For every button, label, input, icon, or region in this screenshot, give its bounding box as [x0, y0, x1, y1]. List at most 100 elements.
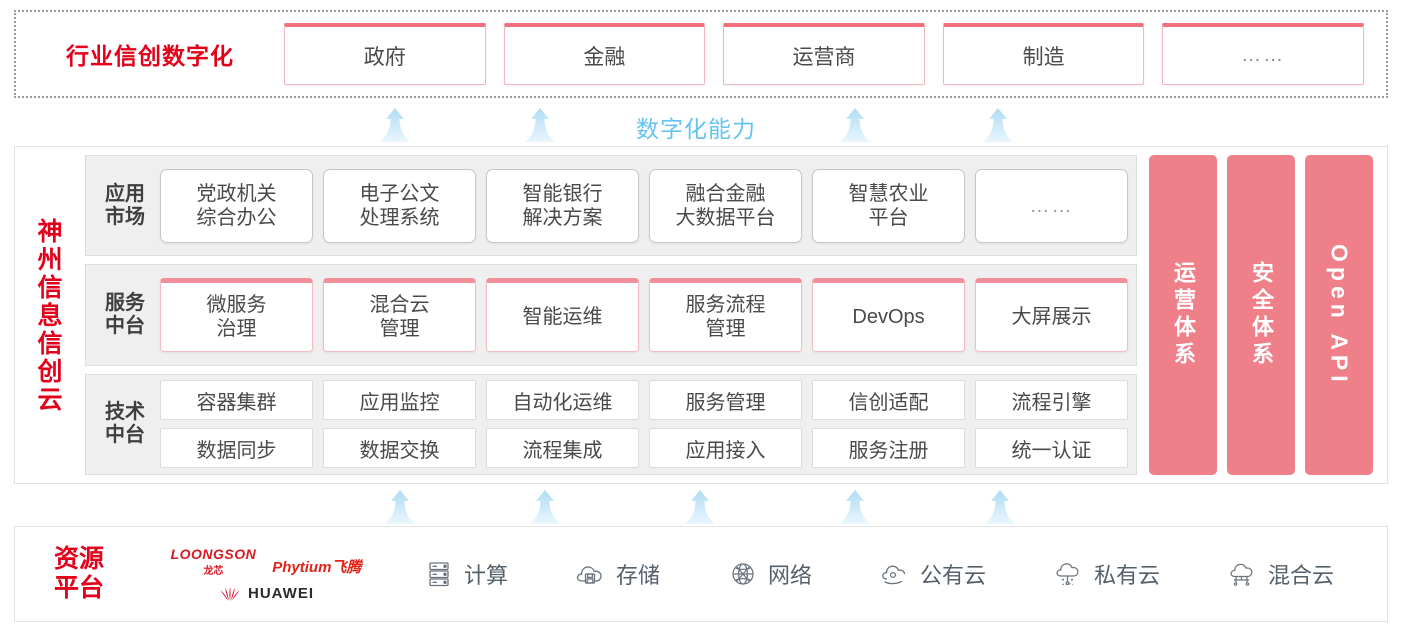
resource-item-label: 私有云 [1093, 563, 1160, 588]
resource-platform-title: 资源 平台 [15, 545, 143, 603]
server-icon [422, 557, 456, 591]
vendor-logo-group: LOONGSON 龙芯 Phytium飞腾 [143, 546, 389, 602]
arrow-row-bottom [0, 488, 1402, 524]
industry-box-manufacturing[interactable]: 制造 [942, 23, 1145, 85]
tech-cell-unified-auth[interactable]: 统一认证 [975, 428, 1128, 469]
resource-item-public-cloud[interactable]: 公有云 [878, 557, 986, 591]
resource-item-network[interactable]: 网络 [726, 557, 812, 591]
side-bar-operations-system[interactable]: 运营体系 [1149, 155, 1217, 475]
storage-cloud-icon [574, 557, 608, 591]
resource-item-label: 混合云 [1267, 563, 1334, 588]
layer-tech-platform: 技术 中台 容器集群 应用监控 自动化运维 服务管理 信创适配 流程引擎 [85, 373, 1137, 475]
private-cloud-icon [1052, 557, 1086, 591]
resource-item-private-cloud[interactable]: 私有云 [1052, 557, 1160, 591]
side-bar-security-system[interactable]: 安全体系 [1227, 155, 1295, 475]
layer-label-service-platform: 服务 中台 [94, 292, 156, 338]
loongson-logo: LOONGSON 龙芯 [171, 546, 257, 577]
platform-title-char: 信 [37, 274, 63, 302]
svc-cell-devops[interactable]: DevOps [812, 277, 965, 352]
tech-cell-container-cluster[interactable]: 容器集群 [160, 380, 313, 421]
flow-arrow-icon [382, 490, 418, 524]
layer-label-line-2: 市场 [105, 205, 145, 228]
industry-box-finance[interactable]: 金融 [503, 23, 706, 85]
side-bar-label: Open API [1326, 243, 1353, 387]
platform-title-char: 神 [37, 218, 63, 246]
platform-title-char: 息 [37, 302, 63, 330]
platform-title-char: 信 [37, 330, 63, 358]
svc-cell-hybrid-cloud-mgmt[interactable]: 混合云管理 [323, 277, 476, 352]
huawei-logo: HUAWEI [218, 585, 314, 602]
loongson-logo-cn: 龙芯 [203, 566, 224, 577]
platform-layer-stack: 应用 市场 党政机关综合办公 电子公文处理系统 智能银行解决方案 融合金融大数据… [85, 155, 1137, 475]
tech-cell-service-registry[interactable]: 服务注册 [812, 428, 965, 469]
industry-box-telecom[interactable]: 运营商 [723, 23, 925, 85]
svc-cell-service-process-mgmt[interactable]: 服务流程管理 [649, 277, 802, 352]
tech-cell-service-mgmt[interactable]: 服务管理 [649, 380, 802, 421]
app-cell-party-gov-office[interactable]: 党政机关综合办公 [160, 168, 313, 243]
tech-row-2: 数据同步 数据交换 流程集成 应用接入 服务注册 统一认证 [160, 428, 1128, 469]
tech-cell-app-monitoring[interactable]: 应用监控 [323, 380, 476, 421]
layer-label-line-2: 中台 [105, 314, 145, 337]
layer-label-app-market: 应用 市场 [94, 183, 156, 229]
app-cell-smart-bank-solution[interactable]: 智能银行解决方案 [486, 168, 639, 243]
flow-arrow-icon [682, 490, 718, 524]
svc-cell-microservice-governance[interactable]: 微服务治理 [160, 277, 313, 352]
resource-platform: 资源 平台 LOONGSON 龙芯 Phytium飞腾 [14, 526, 1388, 622]
tech-platform-grid: 容器集群 应用监控 自动化运维 服务管理 信创适配 流程引擎 数据同步 数据交换… [156, 380, 1128, 469]
industry-box-more[interactable]: …… [1162, 23, 1364, 85]
tech-cell-process-integration[interactable]: 流程集成 [486, 428, 639, 469]
resource-item-label: 公有云 [919, 563, 986, 588]
flow-arrow-icon [837, 490, 873, 524]
resource-item-list: 计算 存储 [389, 557, 1387, 591]
tech-cell-data-exchange[interactable]: 数据交换 [323, 428, 476, 469]
app-cell-more[interactable]: …… [975, 168, 1128, 243]
side-bar-label: 运营体系 [1171, 261, 1196, 369]
resource-item-compute[interactable]: 计算 [422, 557, 508, 591]
huawei-logo-text: HUAWEI [248, 585, 314, 602]
side-bar-group: 运营体系 安全体系 Open API [1137, 155, 1377, 475]
network-globe-icon [726, 557, 760, 591]
tech-row-1: 容器集群 应用监控 自动化运维 服务管理 信创适配 流程引擎 [160, 380, 1128, 421]
layer-service-platform: 服务 中台 微服务治理 混合云管理 智能运维 服务流程管理 DevOps 大屏展… [85, 264, 1137, 366]
layer-label-line-1: 技术 [105, 401, 145, 424]
layer-label-line-2: 中台 [105, 424, 145, 447]
platform-title-char: 州 [37, 246, 63, 274]
flow-arrow-icon [527, 490, 563, 524]
resource-item-label: 网络 [767, 563, 812, 588]
side-bar-label: 安全体系 [1249, 261, 1274, 369]
layer-label-tech-platform: 技术 中台 [94, 401, 156, 447]
industry-box-list: 政府 金融 运营商 制造 …… [284, 23, 1386, 85]
flow-arrow-icon [982, 490, 1018, 524]
resource-item-label: 计算 [463, 563, 508, 588]
industry-band: 行业信创数字化 政府 金融 运营商 制造 …… [14, 10, 1388, 98]
resource-title-line-1: 资源 [53, 545, 104, 574]
capability-label: 数字化能力 [636, 116, 756, 142]
flow-arrow-icon [377, 108, 413, 142]
tech-cell-app-access[interactable]: 应用接入 [649, 428, 802, 469]
industry-box-government[interactable]: 政府 [284, 23, 486, 85]
platform-title-char: 云 [37, 386, 63, 414]
layer-app-market: 应用 市场 党政机关综合办公 电子公文处理系统 智能银行解决方案 融合金融大数据… [85, 155, 1137, 257]
tech-cell-process-engine[interactable]: 流程引擎 [975, 380, 1128, 421]
app-cell-edoc-system[interactable]: 电子公文处理系统 [323, 168, 476, 243]
svc-cell-large-screen-display[interactable]: 大屏展示 [975, 277, 1128, 352]
tech-cell-data-sync[interactable]: 数据同步 [160, 428, 313, 469]
tech-cell-xinchuang-adaptation[interactable]: 信创适配 [812, 380, 965, 421]
app-cell-fintech-bigdata-platform[interactable]: 融合金融大数据平台 [649, 168, 802, 243]
svc-cell-intelligent-ops[interactable]: 智能运维 [486, 277, 639, 352]
resource-item-storage[interactable]: 存储 [574, 557, 660, 591]
tech-cell-automated-ops[interactable]: 自动化运维 [486, 380, 639, 421]
huawei-flower-icon [218, 586, 242, 602]
side-bar-open-api[interactable]: Open API [1305, 155, 1373, 475]
app-cell-smart-agriculture-platform[interactable]: 智慧农业平台 [812, 168, 965, 243]
phytium-logo: Phytium飞腾 [272, 559, 362, 576]
vendor-logo-row-1: LOONGSON 龙芯 Phytium飞腾 [171, 546, 362, 577]
flow-arrow-icon [522, 108, 558, 142]
resource-item-hybrid-cloud[interactable]: 混合云 [1226, 557, 1334, 591]
arrow-row-top [0, 106, 1402, 142]
platform-title-char: 创 [37, 358, 63, 386]
platform-body: 应用 市场 党政机关综合办公 电子公文处理系统 智能银行解决方案 融合金融大数据… [85, 147, 1387, 483]
app-market-cells: 党政机关综合办公 电子公文处理系统 智能银行解决方案 融合金融大数据平台 智慧农… [156, 168, 1128, 243]
hybrid-cloud-icon [1226, 557, 1260, 591]
